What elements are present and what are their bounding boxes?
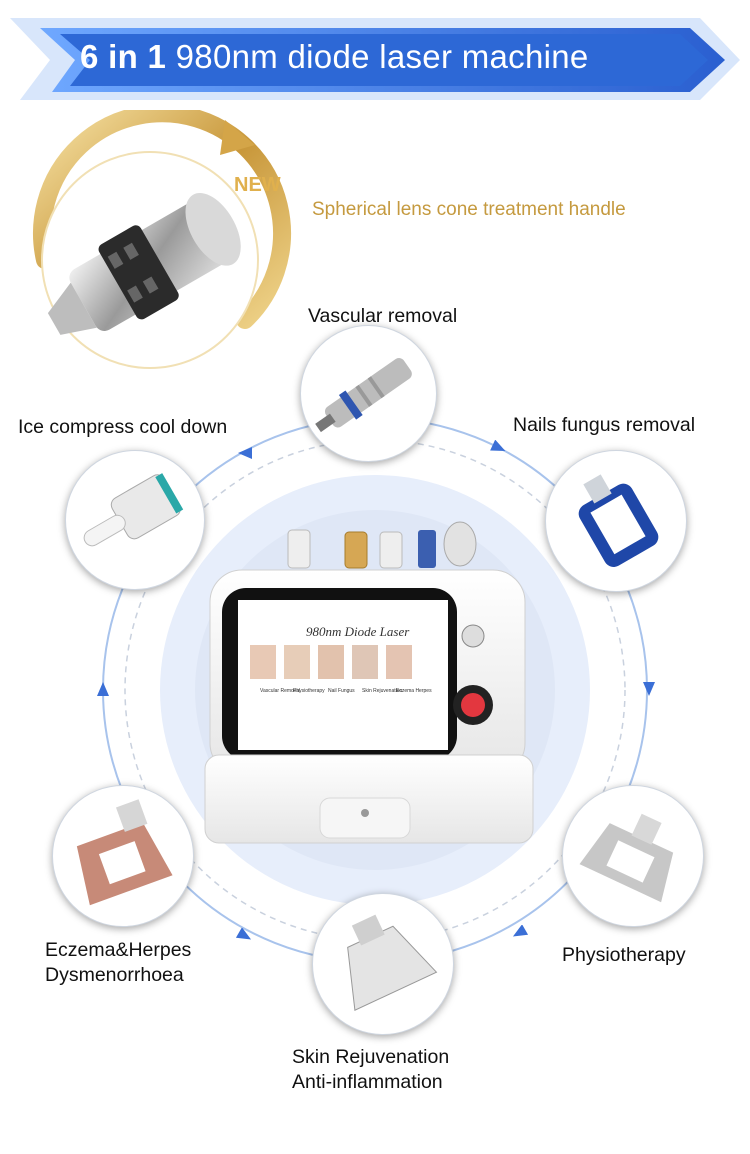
page-title: 6 in 1 980nm diode laser machine [80,38,680,82]
label-vascular-removal: Vascular removal [308,305,458,327]
label-nails-fungus-removal: Nails fungus removal [513,414,696,436]
arrow-icon [97,682,109,696]
screen-item: Nail Fungus [328,688,355,694]
title-bold: 6 in 1 [80,38,167,75]
screen-ui: 980nm Diode Laser Vascular Removal Physi… [260,624,432,694]
header-banner [10,18,740,100]
arrow-icon [236,928,252,940]
label-anti-inflammation: Anti-inflammation [292,1071,443,1093]
screen-item: Skin Rejuvenation [362,688,403,694]
label-ice-compress: Ice compress cool down [18,416,228,438]
title-rest: 980nm diode laser machine [175,38,589,75]
physiotherapy-handle-image [562,785,704,927]
feature-caption: Spherical lens cone treatment handle [312,199,626,220]
eczema-handle-image [52,785,194,927]
ice-compress-handle-image [65,450,205,590]
arrow-icon [512,925,528,937]
new-badge: NEW [234,174,281,196]
label-dysmenorrhoea: Dysmenorrhoea [45,964,184,986]
arrow-icon [238,447,252,459]
laser-machine-image [204,521,534,844]
arrow-icon [490,440,506,451]
screen-item: Physiotherapy [293,688,325,694]
label-skin-rejuvenation: Skin Rejuvenation [292,1046,450,1068]
label-physiotherapy: Physiotherapy [562,944,686,966]
skin-rejuvenation-handle-image [312,893,454,1035]
screen-item: Vascular Removal [260,688,300,694]
vascular-handle-image [300,325,437,462]
screen-item: Eczema Herpes [396,688,432,694]
nail-fungus-handle-image [545,450,687,592]
spherical-lens-handle-image [33,110,291,369]
arrow-icon [643,682,655,696]
label-eczema-herpes: Eczema&Herpes [45,939,192,961]
screen-title: 980nm Diode Laser [306,624,410,639]
